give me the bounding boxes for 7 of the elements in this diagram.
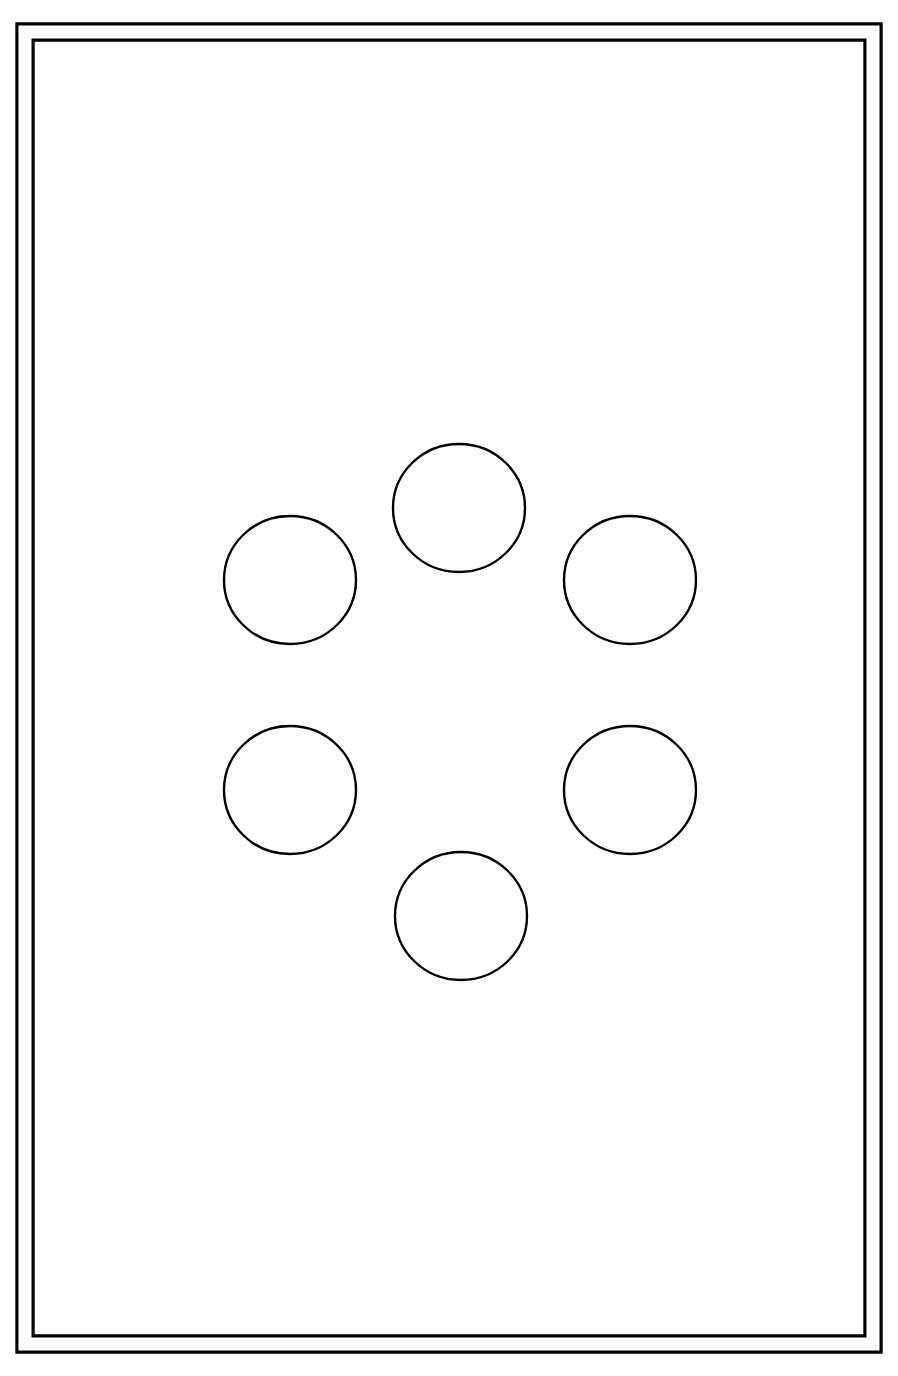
circle [222, 514, 358, 646]
circle [222, 724, 358, 856]
circle [562, 514, 698, 646]
frame-box [15, 22, 883, 1354]
circle [562, 724, 698, 856]
circle [391, 442, 527, 574]
circle [393, 850, 529, 982]
